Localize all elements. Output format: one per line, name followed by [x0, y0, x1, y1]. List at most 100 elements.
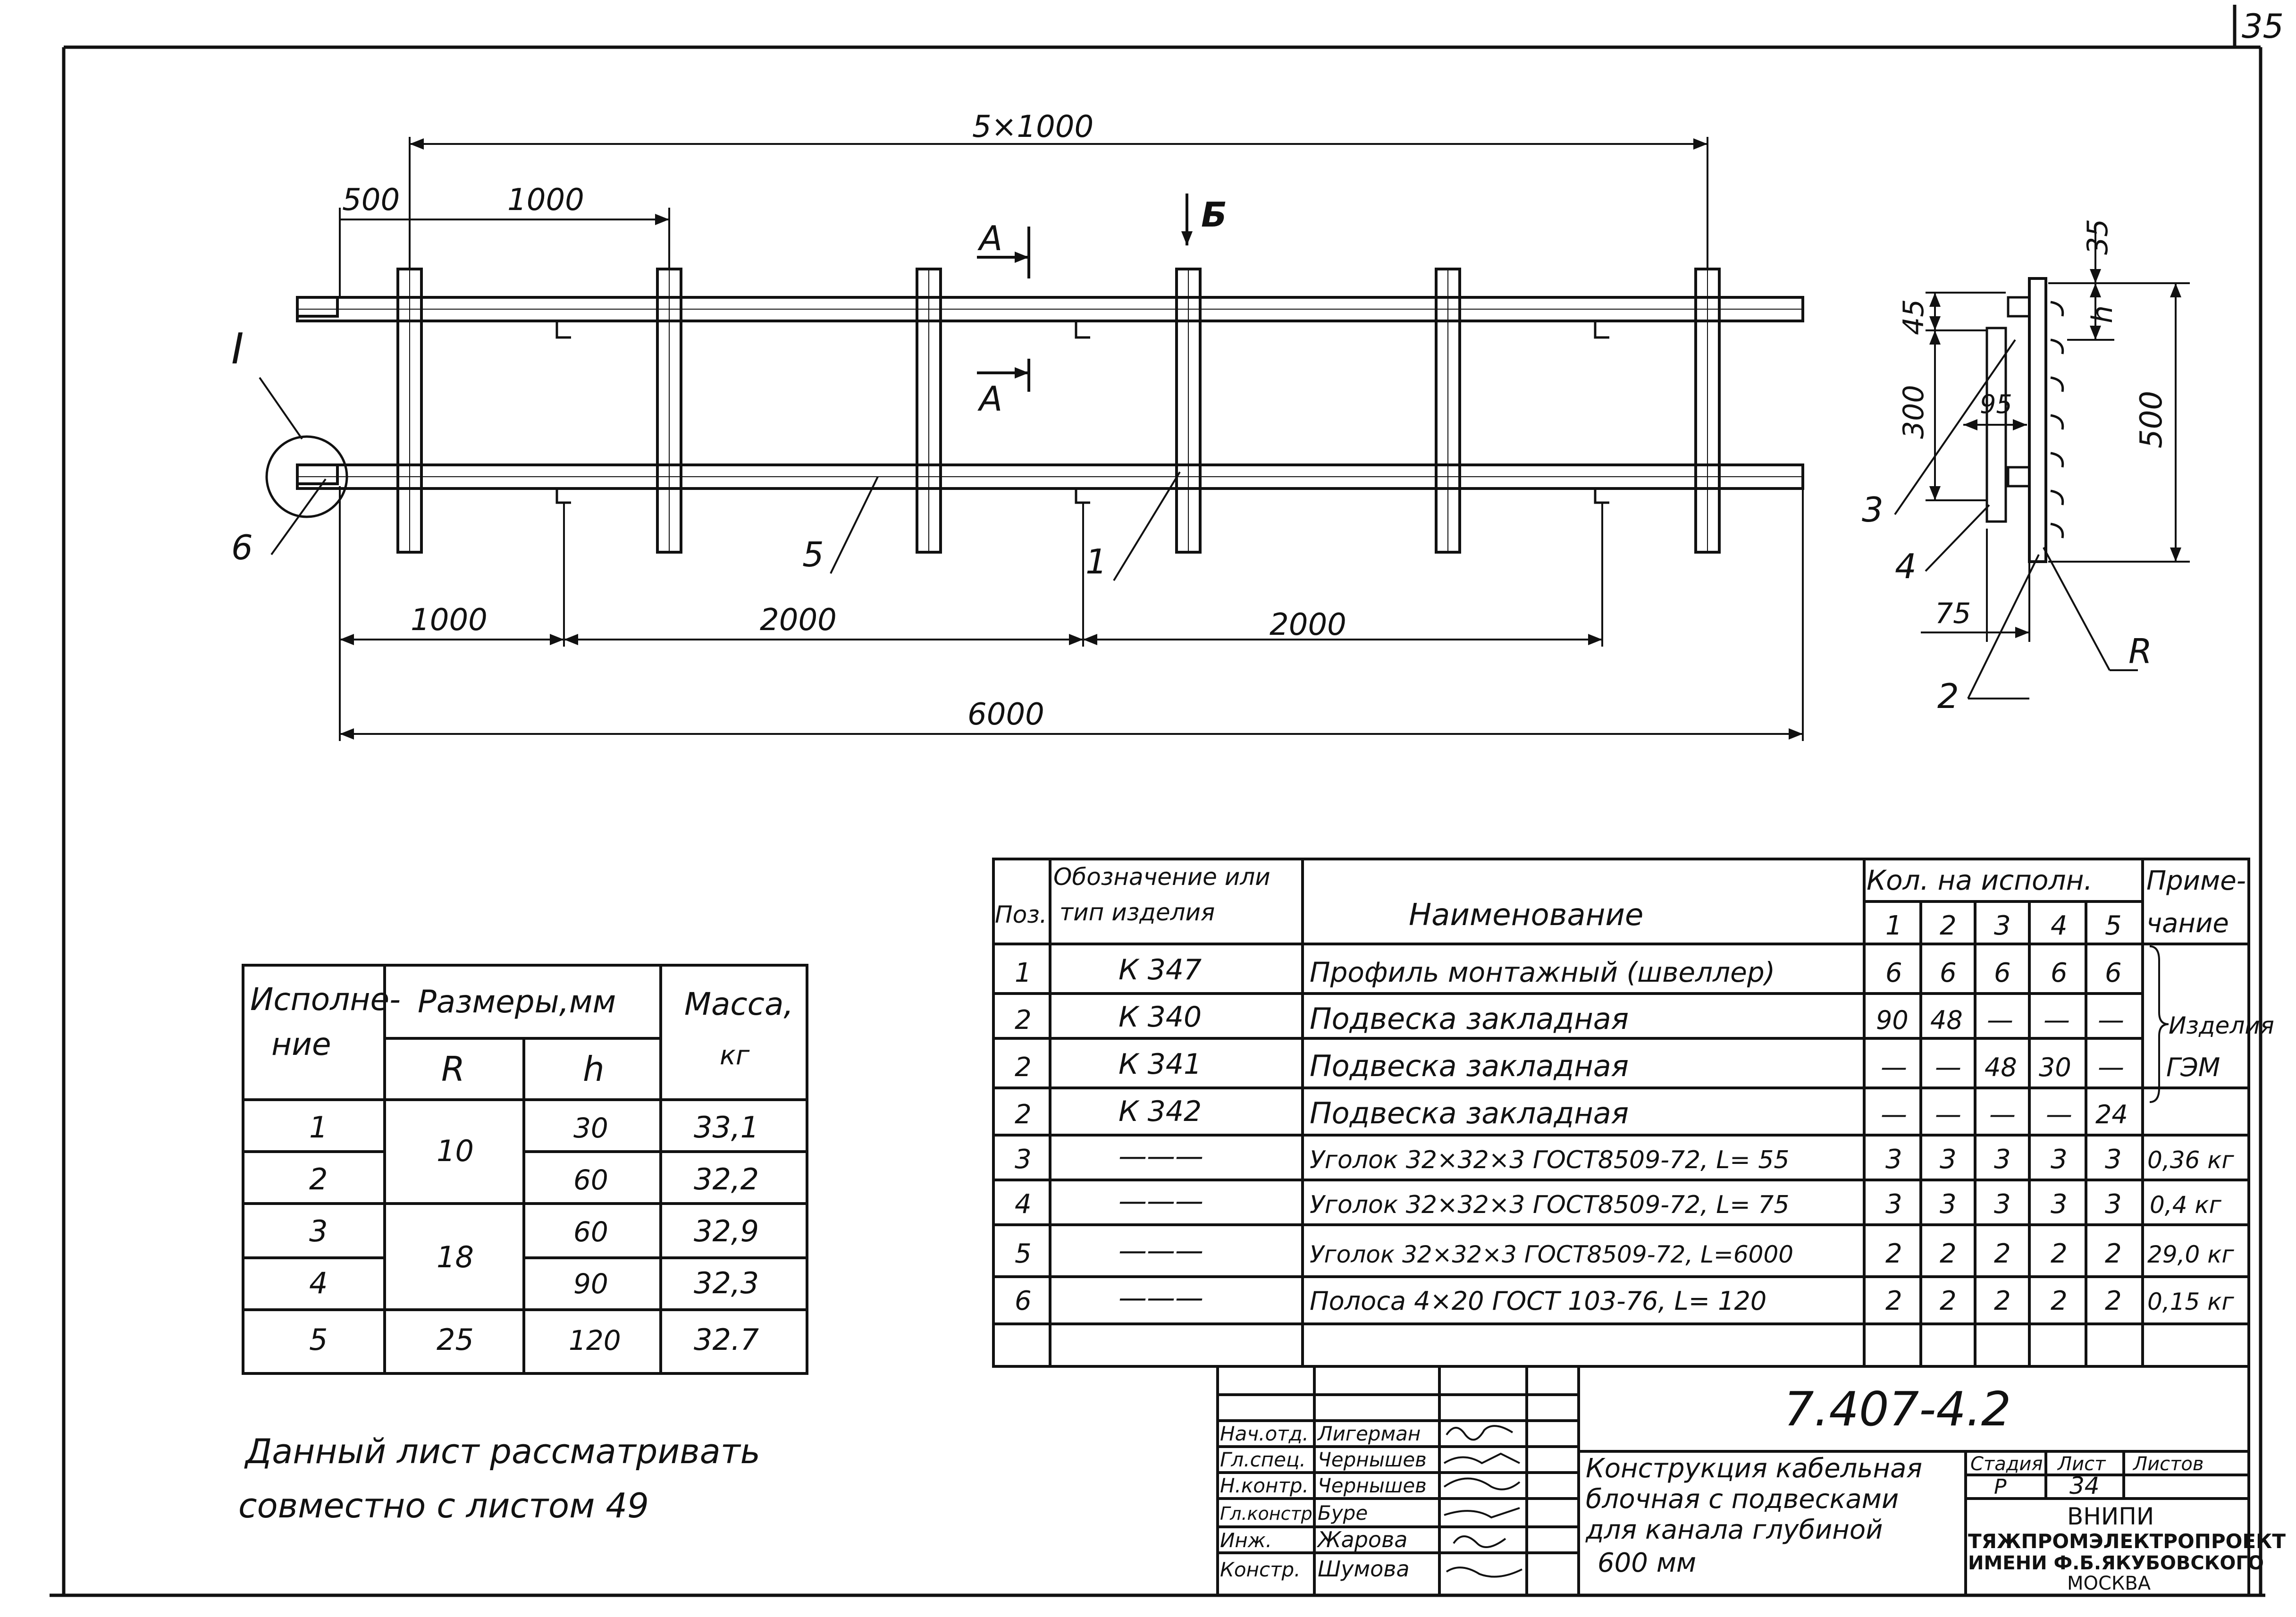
dimension-lines-top — [339, 137, 1708, 297]
spec-r4-q3: — — [1989, 1099, 2016, 1130]
dim-bottom-2000-b: 2000 — [1270, 607, 1346, 642]
detail-i-leader — [259, 377, 303, 440]
spec-h-name: Наименование — [1409, 898, 1643, 933]
spec-r3-q2: — — [1935, 1052, 1961, 1083]
spec-r1-q3: 6 — [1994, 958, 2011, 988]
drawing-frame — [50, 5, 2265, 1597]
spec-r2-name: Подвеска закладная — [1310, 1002, 1629, 1036]
vt-row5-n: 5 — [309, 1322, 328, 1357]
vt-row1-n: 1 — [309, 1110, 328, 1145]
spec-r3-desig: К 341 — [1119, 1048, 1202, 1081]
vt-row4-h: 90 — [573, 1268, 608, 1300]
dim-total-6000: 6000 — [967, 697, 1044, 732]
spec-h-qty-1: 1 — [1885, 910, 1902, 941]
spec-r8-note: 0,15 кг — [2147, 1288, 2234, 1315]
spec-r6-pos: 4 — [1015, 1189, 1032, 1220]
sheet-label: Лист — [2057, 1453, 2106, 1475]
name-2: Чернышев — [1318, 1448, 1427, 1471]
vt-row1-mass: 33,1 — [694, 1110, 759, 1145]
spec-r5-q4: 3 — [2051, 1144, 2068, 1175]
role-2: Гл.спец. — [1220, 1448, 1306, 1471]
name-6: Шумова — [1318, 1556, 1410, 1582]
dim-35: 35 — [2081, 219, 2114, 255]
spec-r6-desig: ——— — [1119, 1185, 1203, 1218]
vt-row3-h: 60 — [573, 1216, 608, 1248]
spec-r8-q1: 2 — [1885, 1286, 1902, 1316]
dim-500-side: 500 — [2134, 391, 2169, 448]
angle-tabs — [555, 321, 1609, 504]
spec-r7-q3: 2 — [1994, 1238, 2011, 1269]
view-b-label: Б — [1201, 195, 1227, 235]
spec-r6-q3: 3 — [1994, 1189, 2011, 1220]
spec-r5-note: 0,36 кг — [2147, 1146, 2234, 1174]
spec-r1-q1: 6 — [1885, 958, 1902, 988]
role-1: Нач.отд. — [1220, 1422, 1309, 1445]
doc-code: 7.407-4.2 — [1784, 1381, 2011, 1437]
vt-R-18: 18 — [437, 1240, 474, 1274]
spec-r4-q4: — — [2046, 1099, 2072, 1130]
name-1: Лигерман — [1317, 1422, 1421, 1445]
spec-r7-note: 29,0 кг — [2147, 1241, 2234, 1268]
spec-r2-pos: 2 — [1015, 1005, 1032, 1036]
spec-r6-note: 0,4 кг — [2150, 1191, 2222, 1219]
spec-r8-q5: 2 — [2105, 1286, 2122, 1316]
detail-i-circle — [265, 435, 348, 518]
spec-r1-q2: 6 — [1940, 958, 1957, 988]
sheet-value: 34 — [2069, 1472, 2100, 1499]
strip-top — [296, 296, 339, 318]
role-5: Инж. — [1220, 1529, 1272, 1552]
vt-header-execution-l1: Исполне- — [250, 981, 401, 1018]
spec-r2-q1: 90 — [1876, 1005, 1909, 1035]
spec-r7-q1: 2 — [1885, 1238, 1902, 1269]
vt-row1-h: 30 — [573, 1112, 608, 1144]
callout-1: 1 — [1085, 542, 1107, 581]
spec-r4-q1: — — [1881, 1099, 1907, 1130]
vt-sub-R: R — [441, 1049, 465, 1089]
spec-r1-desig: К 347 — [1119, 953, 1202, 986]
spec-r6-q1: 3 — [1885, 1189, 1902, 1220]
spec-r1-pos: 1 — [1015, 958, 1032, 988]
dim-bottom-2000-a: 2000 — [760, 603, 837, 638]
vt-R-10: 10 — [437, 1134, 474, 1168]
vt-header-mass-l2: кг — [720, 1040, 750, 1071]
name-5: Жарова — [1316, 1527, 1407, 1552]
spec-r5-name: Уголок 32×32×3 ГОСТ8509-72, L= 55 — [1310, 1146, 1789, 1174]
side-dimension-lines — [1921, 227, 2190, 642]
spec-h-pos: Поз. — [995, 901, 1047, 928]
spec-h-desig-l1: Обозначение или — [1053, 863, 1270, 891]
spec-h-note-l1: Приме- — [2146, 866, 2246, 896]
spec-r8-q3: 2 — [1994, 1286, 2011, 1316]
callout-5: 5 — [802, 535, 824, 574]
spec-r4-q5: 24 — [2095, 1100, 2128, 1129]
spec-r1-q5: 6 — [2105, 958, 2122, 988]
vt-row4-mass: 32,3 — [694, 1266, 759, 1300]
org-line-1: ВНИПИ — [2067, 1503, 2154, 1530]
vt-header-mass-l1: Масса, — [684, 986, 793, 1022]
variants-table: Исполне- ние Размеры,мм Масса, кг R h 1 … — [242, 964, 808, 1375]
side-hangers — [2050, 301, 2064, 539]
spec-r6-name: Уголок 32×32×3 ГОСТ8509-72, L= 75 — [1310, 1191, 1789, 1219]
vt-row5-h: 120 — [569, 1324, 621, 1356]
spec-r8-pos: 6 — [1015, 1286, 1032, 1316]
dim-300: 300 — [1897, 385, 1930, 439]
role-6: Констр. — [1220, 1558, 1301, 1581]
spec-r5-desig: ——— — [1119, 1140, 1203, 1173]
title-block: 7.407-4.2 Нач.отд. Лигерман Гл.спец. Чер… — [1216, 1365, 2286, 1597]
spec-r2-q4: — — [2044, 1005, 2070, 1036]
spec-r6-q2: 3 — [1940, 1189, 1957, 1220]
spec-r8-desig: ——— — [1119, 1281, 1203, 1314]
spec-r2-q2: 48 — [1930, 1005, 1963, 1035]
spec-r5-q1: 3 — [1885, 1144, 1902, 1175]
callout-R: R — [2128, 632, 2152, 671]
title-line-3: для канала глубиной — [1585, 1515, 1883, 1545]
org-line-2: ТЯЖПРОМЭЛЕКТРОПРОЕКТ — [1968, 1530, 2286, 1553]
spec-r8-q4: 2 — [2051, 1286, 2068, 1316]
spec-r7-q2: 2 — [1940, 1238, 1957, 1269]
section-a-bottom-label: A — [977, 379, 1002, 419]
stage-value: Р — [1994, 1475, 2007, 1499]
section-a-marks — [977, 227, 1030, 392]
spec-table: Поз. Обозначение или тип изделия Наимено… — [992, 858, 2274, 1368]
spec-r5-q2: 3 — [1940, 1144, 1957, 1175]
dimension-lines-bottom — [339, 486, 1804, 741]
